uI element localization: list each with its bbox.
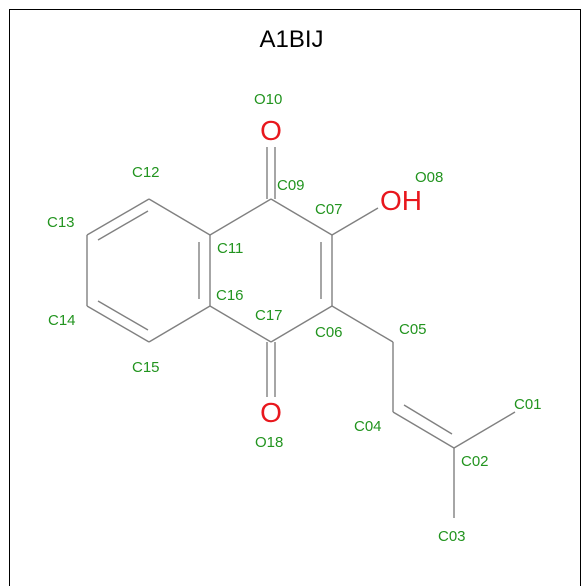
atom-label-c16: C16 xyxy=(216,287,244,304)
atom-label-c12: C12 xyxy=(132,164,160,181)
atom-labels: C01 C02 C03 C04 C05 C06 C07 O08 C09 O10 … xyxy=(47,91,542,545)
bond-c07-o08 xyxy=(331,207,379,236)
atom-label-c14: C14 xyxy=(48,312,76,329)
atom-label-o10: O10 xyxy=(254,91,282,108)
atom-label-c17: C17 xyxy=(255,307,283,324)
atom-label-c02: C02 xyxy=(461,453,489,470)
bond-inner-c14-c15 xyxy=(97,300,149,331)
bond-c09-c07 xyxy=(270,198,333,236)
bond-c02-c01 xyxy=(453,411,516,449)
atom-symbol-o08: OH xyxy=(380,185,422,216)
bonds xyxy=(86,147,516,518)
atom-symbol-o18: O xyxy=(260,397,282,428)
atom-label-c06: C06 xyxy=(315,324,343,341)
bond-c11-c09 xyxy=(209,198,272,236)
atom-label-c03: C03 xyxy=(438,528,466,545)
bond-c17-c16 xyxy=(209,305,272,343)
bond-c12-c13 xyxy=(86,198,150,236)
bond-c06-c17 xyxy=(270,305,333,343)
molecule-title: A1BIJ xyxy=(259,26,324,53)
bond-c04-c02 xyxy=(392,411,455,449)
atom-label-c05: C05 xyxy=(399,321,427,338)
atom-label-c15: C15 xyxy=(132,359,160,376)
atom-symbol-o10: O xyxy=(260,115,282,146)
atom-label-c09: C09 xyxy=(277,177,305,194)
bond-c06-c05 xyxy=(331,305,394,343)
diagram-frame xyxy=(9,9,581,586)
atom-label-o08: O08 xyxy=(415,169,443,186)
bond-c11-c12 xyxy=(148,198,211,236)
atom-label-c13: C13 xyxy=(47,214,75,231)
bond-c14-c15 xyxy=(86,305,150,343)
hetero-atom-symbols: O OH O xyxy=(260,115,422,428)
atom-label-c07: C07 xyxy=(315,201,343,218)
bond-c04-c02-inner xyxy=(403,404,453,435)
atom-label-c11: C11 xyxy=(217,240,243,257)
bond-inner-c12-c13 xyxy=(97,210,149,241)
bond-c15-c16 xyxy=(148,305,211,343)
atom-label-c01: C01 xyxy=(514,396,542,413)
atom-label-c04: C04 xyxy=(354,418,382,435)
atom-label-o18: O18 xyxy=(255,434,283,451)
